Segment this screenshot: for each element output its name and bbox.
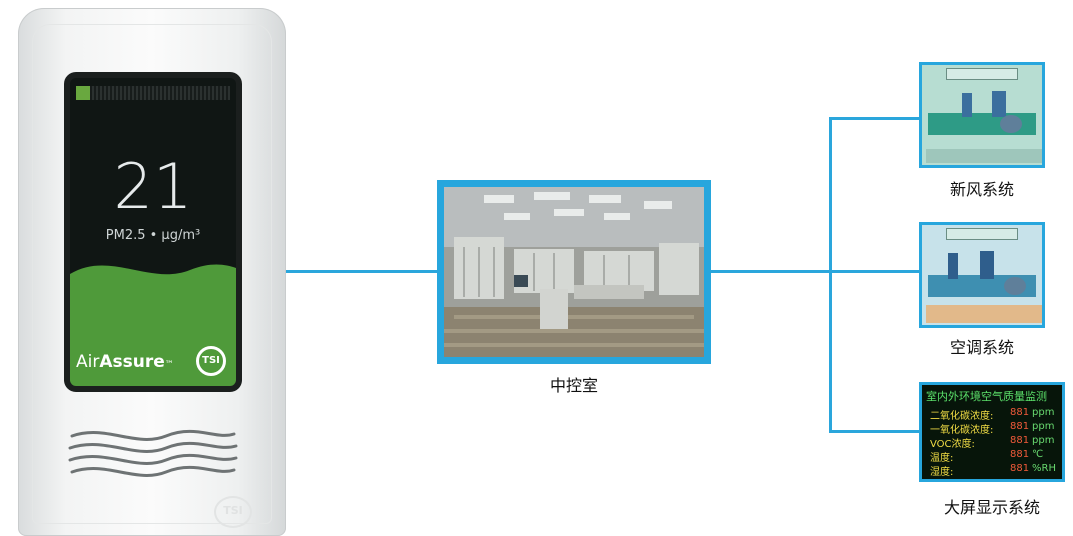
connector-trunk-vertical	[829, 117, 832, 432]
connector-to-fresh-air	[829, 117, 919, 120]
green-wave-graphic	[70, 264, 236, 386]
display-row-temperature: 温度:881℃	[930, 449, 1044, 464]
airassure-brand: AirAssure™	[76, 352, 174, 372]
device-bezel	[32, 24, 272, 524]
tsi-embossed-logo-icon: TSI	[214, 496, 252, 528]
hvac-system-thumbnail	[919, 222, 1045, 328]
control-room-image	[444, 187, 704, 357]
pm25-reading: 21	[113, 150, 193, 223]
control-room-label: 中控室	[549, 376, 598, 395]
fresh-air-system-thumbnail	[919, 62, 1045, 168]
display-screen-title: 室内外环境空气质量监测	[926, 390, 1047, 403]
control-room-photo	[437, 180, 711, 364]
vent-grille	[68, 429, 238, 477]
signal-bar	[76, 86, 230, 100]
display-row-humidity: 湿度:881%RH	[930, 463, 1056, 478]
device-screen: 21 PM2.5 • µg/m³ AirAssure™ TSI	[64, 72, 242, 392]
display-system-label: 大屏显示系统	[943, 498, 1040, 517]
pm25-unit-label: PM2.5 • µg/m³	[105, 228, 201, 243]
connector-device-to-control-room	[286, 270, 437, 273]
fresh-air-system-label: 新风系统	[949, 180, 1014, 199]
connector-control-room-to-trunk	[711, 270, 831, 273]
hvac-system-label: 空调系统	[949, 338, 1014, 357]
connector-to-hvac	[829, 270, 919, 273]
air-quality-sensor-device: 21 PM2.5 • µg/m³ AirAssure™ TSI TSI	[18, 8, 286, 536]
tsi-logo-icon: TSI	[196, 346, 226, 376]
connector-to-display	[829, 430, 919, 433]
